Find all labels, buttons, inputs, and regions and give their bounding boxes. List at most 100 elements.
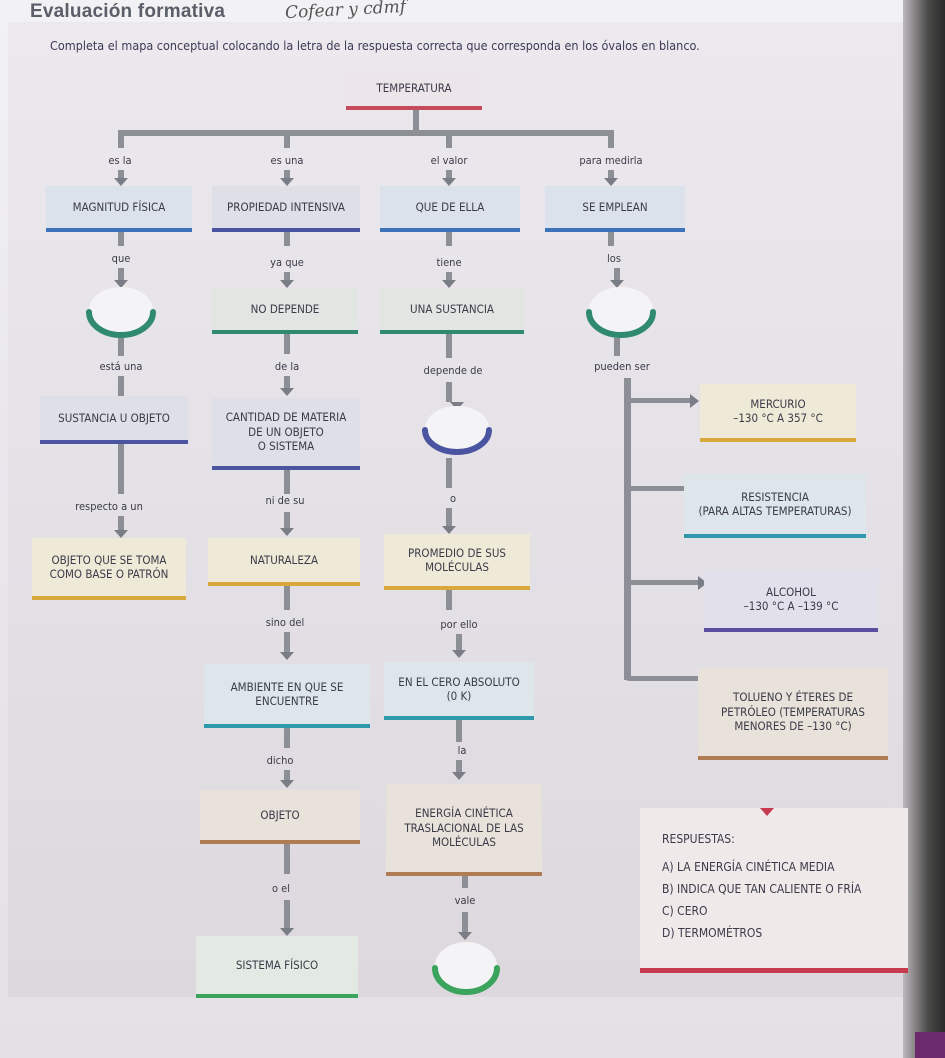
arrow-col3-k [452, 772, 466, 780]
connector-col2-g [284, 512, 290, 528]
link-por-ello: por ello [440, 618, 478, 631]
box-resistencia: RESISTENCIA (PARA ALTAS TEMPERATURAS) [684, 474, 866, 538]
box-promedio-moleculas: PROMEDIO DE SUS MOLÉCULAS [384, 534, 530, 590]
box-una-sustancia-label: UNA SUSTANCIA [410, 301, 494, 316]
connector-col4-top [608, 130, 614, 148]
connector-col2-top [284, 134, 290, 148]
connector-col4-d [614, 338, 620, 356]
box-sistema-fisico-label: SISTEMA FÍSICO [235, 957, 319, 972]
connector-col1-f [118, 444, 124, 494]
box-que-de-ella-label: QUE DE ELLA [415, 199, 485, 214]
box-cantidad-de-materia-label: CANTIDAD DE MATERIA DE UN OBJETO O SISTE… [225, 410, 347, 454]
connector-col4-branch2 [624, 486, 692, 491]
connector-col2-c [284, 272, 290, 280]
box-mercurio: MERCURIO –130 °C A 357 °C [700, 384, 856, 442]
link-pueden-ser: pueden ser [594, 360, 650, 373]
arrow-col2-m [280, 928, 294, 936]
box-tolueno: TOLUENO Y ÉTERES DE PETRÓLEO (TEMPERATUR… [698, 668, 888, 760]
box-objeto-patron: OBJETO QUE SE TOMA COMO BASE O PATRÓN [32, 538, 186, 600]
arrow-col2-g [280, 528, 294, 536]
connector-col4-spine [624, 378, 631, 680]
page-edge-shadow [903, 0, 945, 1058]
connector-col4-branch3 [624, 580, 700, 585]
box-se-emplean-label: SE EMPLEAN [582, 199, 648, 214]
blank-oval-col1[interactable] [84, 284, 158, 340]
box-ambiente: AMBIENTE EN QUE SE ENCUENTRE [204, 664, 370, 728]
connector-col3-c [446, 272, 452, 280]
connector-col3-k [456, 760, 462, 772]
blank-oval-col3-b[interactable] [430, 938, 502, 996]
arrow-col1-g [114, 530, 128, 538]
purple-edge-mark [915, 1032, 945, 1058]
box-sustancia-u-objeto: SUSTANCIA U OBJETO [40, 396, 188, 444]
box-no-depende: NO DEPENDE [212, 288, 358, 334]
connector-col3-g [446, 508, 452, 526]
connector-top-horizontal [118, 130, 614, 136]
box-energia-cinetica: ENERGÍA CINÉTICA TRASLACIONAL DE LAS MOL… [386, 784, 542, 876]
connector-col2-m [284, 900, 290, 928]
connector-col1-a [118, 170, 124, 178]
link-depende-de: depende de [423, 364, 483, 377]
link-o: o [449, 492, 457, 505]
answer-option-c: C) CERO [662, 904, 708, 918]
arrow-col3-i [452, 650, 466, 658]
arrow-col1-a [114, 178, 128, 186]
connector-col2-j [284, 728, 290, 748]
connector-col3-d [446, 334, 452, 358]
box-se-emplean: SE EMPLEAN [545, 186, 685, 232]
blank-oval-col3-a[interactable] [420, 400, 494, 456]
arrow-col2-a [280, 178, 294, 186]
box-alcohol: ALCOHOL –130 °C A –139 °C [704, 570, 878, 632]
box-propiedad-intensiva: PROPIEDAD INTENSIVA [212, 186, 360, 232]
box-resistencia-label: RESISTENCIA (PARA ALTAS TEMPERATURAS) [698, 489, 852, 518]
answer-option-a: A) LA ENERGÍA CINÉTICA MEDIA [662, 860, 835, 874]
box-propiedad-intensiva-label: PROPIEDAD INTENSIVA [227, 199, 345, 214]
connector-col3-a [446, 170, 452, 178]
arrow-col4-branch1 [690, 394, 699, 408]
arrow-col4-c [610, 280, 624, 288]
connector-col3-e [446, 382, 452, 402]
connector-col1-b [118, 232, 124, 246]
link-ya-que: ya que [270, 256, 304, 269]
blank-oval-col4[interactable] [584, 284, 658, 340]
connector-col1-e [118, 376, 124, 398]
connector-col2-a [284, 170, 290, 178]
link-vale: vale [454, 894, 476, 907]
connector-col2-k [284, 770, 290, 780]
connector-col3-b [446, 232, 452, 246]
box-que-de-ella: QUE DE ELLA [380, 186, 520, 232]
box-tolueno-label: TOLUENO Y ÉTERES DE PETRÓLEO (TEMPERATUR… [721, 690, 865, 734]
box-no-depende-label: NO DEPENDE [250, 301, 320, 316]
connector-col1-top [118, 130, 124, 148]
handwritten-note: Cofear y cdmf [284, 0, 407, 24]
root-label: TEMPERATURA [376, 80, 452, 95]
box-energia-cinetica-label: ENERGÍA CINÉTICA TRASLACIONAL DE LAS MOL… [404, 806, 524, 850]
connector-col2-l [284, 844, 290, 874]
box-naturaleza: NATURALEZA [208, 538, 360, 586]
connector-col2-d [284, 334, 290, 354]
box-naturaleza-label: NATURALEZA [249, 552, 319, 567]
arrow-col3-m [458, 932, 472, 940]
box-magnitud-fisica-label: MAGNITUD FÍSICA [72, 199, 166, 214]
box-ambiente-label: AMBIENTE EN QUE SE ENCUENTRE [230, 679, 344, 708]
box-objeto: OBJETO [200, 790, 360, 844]
section-title: Evaluación formativa [30, 1, 226, 22]
connector-col2-b [284, 232, 290, 246]
connector-col3-i [456, 634, 462, 650]
box-cantidad-de-materia: CANTIDAD DE MATERIA DE UN OBJETO O SISTE… [212, 398, 360, 470]
box-objeto-label: OBJETO [260, 807, 300, 822]
box-magnitud-fisica: MAGNITUD FÍSICA [46, 186, 192, 232]
connector-col2-i [284, 632, 290, 652]
connector-col4-c [614, 268, 620, 280]
connector-col4-a [608, 170, 614, 178]
link-los: los [607, 252, 621, 265]
link-de-la: de la [274, 360, 300, 373]
link-la: la [457, 744, 467, 757]
connector-col3-h [446, 590, 452, 610]
link-dicho: dicho [266, 754, 294, 767]
box-sustancia-u-objeto-label: SUSTANCIA U OBJETO [58, 410, 170, 425]
connector-col2-f [284, 470, 290, 494]
answer-option-b: B) INDICA QUE TAN CALIENTE O FRÍA [662, 882, 862, 896]
box-alcohol-label: ALCOHOL –130 °C A –139 °C [743, 584, 839, 613]
